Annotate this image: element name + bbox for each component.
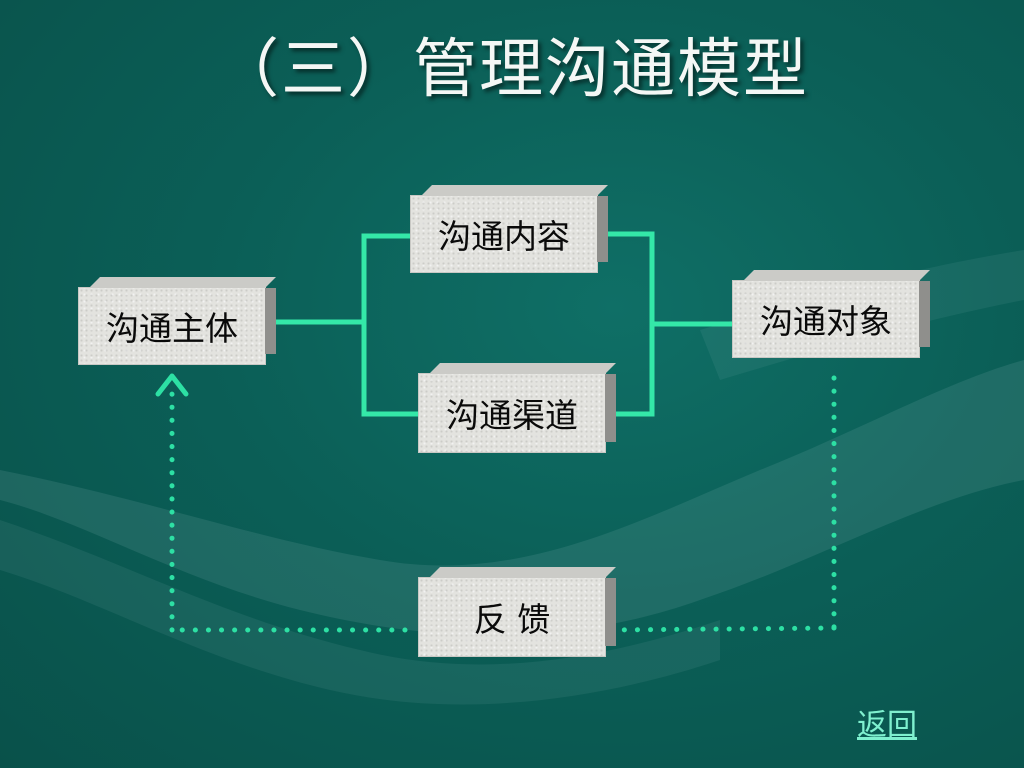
node-feedback: 反 馈 [418, 577, 606, 657]
node-subject: 沟通主体 [78, 287, 266, 365]
node-content-label: 沟通内容 [438, 217, 570, 256]
object-to-feedback-dotted-line [610, 625, 837, 633]
node-channel: 沟通渠道 [418, 373, 606, 453]
node-feedback-label: 反 馈 [473, 600, 551, 639]
back-link[interactable]: 返回 [857, 708, 917, 743]
node-channel-label: 沟通渠道 [446, 396, 578, 435]
feedback-arrowhead-icon [155, 373, 189, 397]
node-object: 沟通对象 [732, 280, 920, 358]
node-subject-label: 沟通主体 [106, 309, 238, 348]
slide-title: （三）管理沟通模型 [215, 33, 809, 107]
node-object-label: 沟通对象 [760, 302, 892, 341]
node-content: 沟通内容 [410, 195, 598, 273]
